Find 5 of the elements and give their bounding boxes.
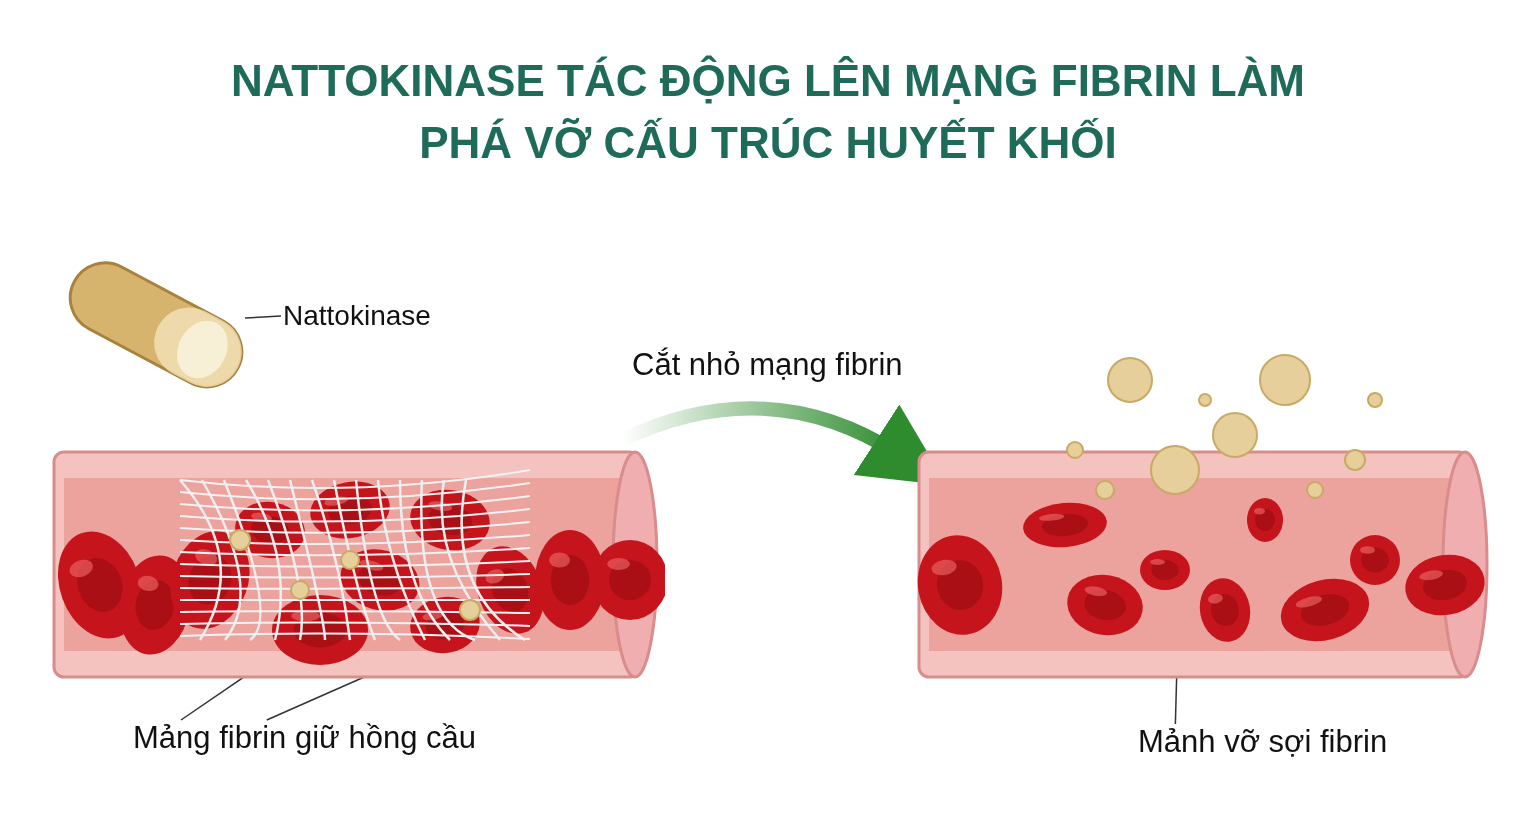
callout-label: Mảnh vỡ sợi fibrin [1138, 724, 1388, 760]
callout-label: Nattokinase [283, 300, 431, 332]
title: NATTOKINASE TÁC ĐỘNG LÊN MẠNG FIBRIN LÀM PHÁ VỠ CẤU TRÚC HUYẾT KHỐI [230, 54, 1306, 169]
leader-line [244, 315, 282, 319]
callout-label: Mảng fibrin giữ hồng cầu [133, 720, 476, 756]
